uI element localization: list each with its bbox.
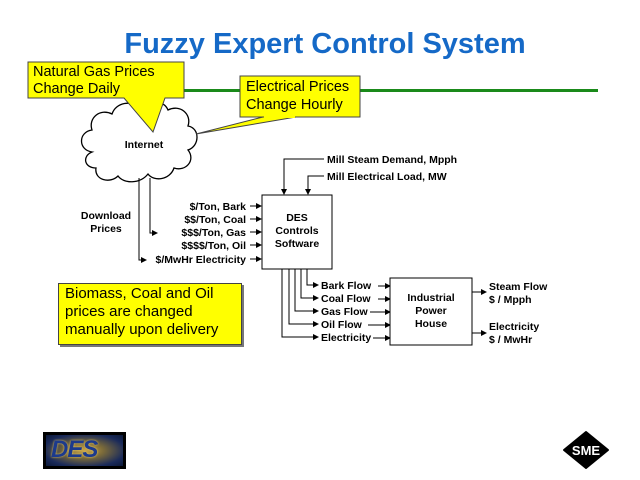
power-house-box: Industrial Power House: [389, 277, 473, 346]
mill-electric-label: Mill Electrical Load, MW: [327, 171, 447, 183]
des-logo: DES: [43, 432, 126, 469]
download-label-line2: Prices: [90, 223, 122, 235]
flow-labels: Bark Flow Coal Flow Gas Flow Oil Flow El…: [321, 280, 372, 344]
electric-download-line: [138, 178, 147, 263]
internet-cloud: Internet: [80, 100, 198, 183]
flow-coal: Coal Flow: [321, 293, 371, 305]
callout-gas: Natural Gas Prices Change Daily: [27, 61, 185, 133]
flow-gas: Gas Flow: [321, 306, 369, 318]
sme-logo: SME: [563, 431, 609, 469]
price-coal: $$/Ton, Coal: [184, 214, 246, 226]
price-bark: $/Ton, Bark: [190, 201, 247, 213]
slide-title: Fuzzy Expert Control System: [124, 28, 526, 60]
output-steam-line1: Steam Flow: [489, 281, 548, 293]
des-box-line2: Controls: [275, 225, 318, 237]
cloud-label: Internet: [125, 139, 164, 151]
flow-oil: Oil Flow: [321, 319, 363, 331]
mill-steam-line: [281, 158, 324, 195]
price-labels: $/Ton, Bark $$/Ton, Coal $$$/Ton, Gas $$…: [156, 201, 247, 266]
flow-electricity: Electricity: [321, 332, 371, 344]
callout-gas-line2: Change Daily: [33, 81, 121, 97]
download-label-line1: Download: [81, 210, 131, 222]
callout-electric-line2: Change Hourly: [246, 97, 343, 113]
gas-download-line: [149, 178, 158, 236]
output-steam-line2: $ / Mpph: [489, 294, 532, 306]
mill-steam-label: Mill Steam Demand, Mpph: [327, 154, 457, 166]
output-electricity-line1: Electricity: [489, 321, 539, 333]
callout-gas-line1: Natural Gas Prices: [33, 64, 155, 80]
price-gas: $$$/Ton, Gas: [181, 227, 246, 239]
flow-bark: Bark Flow: [321, 280, 372, 292]
power-house-line2: Power: [415, 305, 447, 317]
power-house-line3: House: [415, 318, 447, 330]
power-house-line1: Industrial: [407, 292, 454, 304]
note-line3: manually upon delivery: [65, 321, 219, 338]
price-oil: $$$$/Ton, Oil: [181, 240, 246, 252]
sme-logo-text: SME: [572, 443, 601, 458]
des-box-line3: Software: [275, 238, 320, 250]
des-logo-text: DES: [51, 436, 98, 463]
flow-lines: [281, 269, 319, 340]
callout-electric: Electrical Prices Change Hourly: [195, 75, 361, 135]
output-electricity-line2: $ / MwHr: [489, 334, 532, 346]
callout-electric-line1: Electrical Prices: [246, 79, 349, 95]
note-line1: Biomass, Coal and Oil: [65, 285, 214, 302]
des-box-line1: DES: [286, 212, 308, 224]
price-electricity: $/MwHr Electricity: [156, 254, 247, 266]
manual-prices-note: Biomass, Coal and Oil prices are changed…: [58, 283, 242, 345]
note-line2: prices are changed: [65, 303, 193, 320]
des-controls-box: DES Controls Software: [261, 194, 333, 270]
mill-electric-line: [305, 175, 324, 195]
